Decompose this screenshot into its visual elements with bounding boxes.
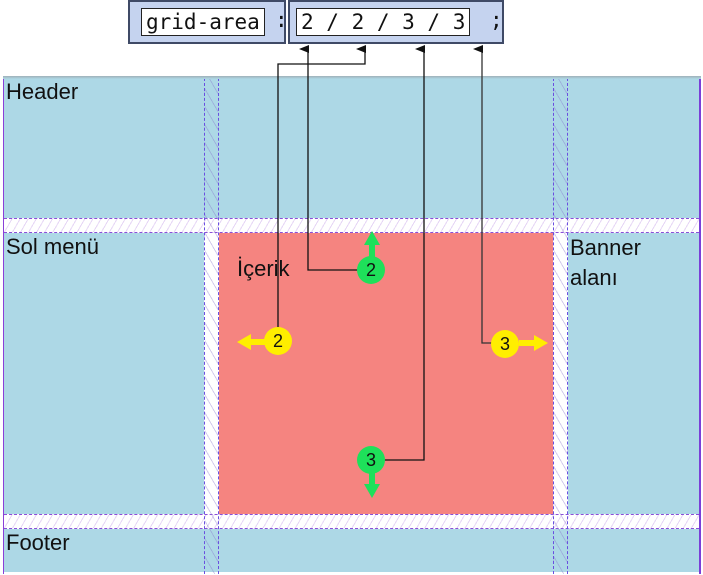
column-gap-2 — [553, 78, 568, 574]
header-label: Header — [6, 79, 79, 104]
sidebar-label: Sol menü — [6, 234, 99, 259]
footer-label: Footer — [6, 530, 70, 555]
header-cell: Header — [4, 78, 699, 218]
row-start-marker: 2 — [357, 256, 385, 284]
banner-cell: Banner alanı — [568, 233, 699, 514]
column-end-marker: 3 — [491, 330, 519, 358]
banner-line-1: Banner — [570, 235, 641, 260]
property-box: grid-area — [128, 0, 286, 44]
row-gap-1 — [4, 218, 699, 233]
value-text: 2 / 2 / 3 / 3 — [296, 8, 471, 36]
semicolon: ; — [490, 8, 503, 32]
grid-container: Header Sol menü İçerik Banner alanı Foot… — [3, 78, 701, 574]
value-box: 2 / 2 / 3 / 3 — [288, 0, 504, 44]
banner-line-2: alanı — [570, 265, 618, 290]
column-gap-1 — [204, 78, 219, 574]
top-shadow — [3, 76, 701, 79]
sidebar-cell: Sol menü — [4, 233, 204, 514]
row-gap-2 — [4, 514, 699, 529]
banner-label: Banner alanı — [570, 233, 641, 293]
footer-cell: Footer — [4, 529, 699, 572]
content-cell: İçerik — [219, 233, 553, 514]
property-name: grid-area — [141, 8, 265, 36]
colon: : — [275, 8, 288, 32]
content-label: İçerik — [237, 256, 290, 281]
row-end-marker: 3 — [357, 446, 385, 474]
column-start-marker: 2 — [264, 327, 292, 355]
